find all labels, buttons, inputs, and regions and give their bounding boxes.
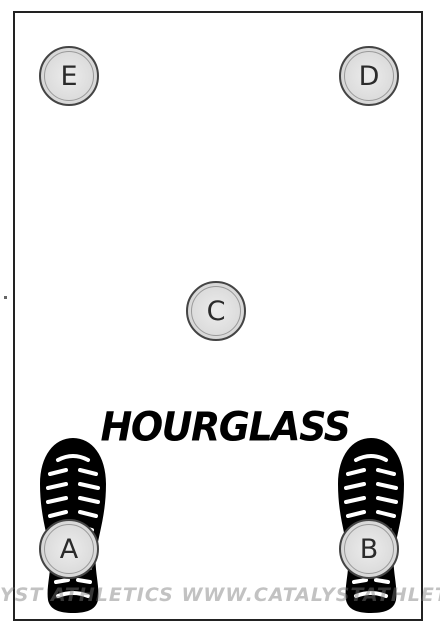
cone-ring	[344, 524, 394, 574]
edge-mark	[4, 296, 7, 299]
watermark-text: YST ATHLETICS WWW.CATALYSTATHLETICS.COM	[0, 584, 440, 606]
cone-c: C	[186, 281, 246, 341]
cone-a: A	[39, 519, 99, 579]
cone-a-label: A	[59, 533, 79, 565]
cone-e: E	[39, 46, 99, 106]
cone-ring	[44, 51, 94, 101]
cone-ring	[344, 51, 394, 101]
cone-d: D	[339, 46, 399, 106]
cone-e-label: E	[60, 60, 78, 92]
cone-ring	[191, 286, 241, 336]
cone-ring	[44, 524, 94, 574]
drill-title: HOURGLASS	[100, 403, 351, 451]
cone-d-label: D	[358, 60, 380, 92]
cone-b: B	[339, 519, 399, 579]
cone-b-label: B	[359, 533, 379, 565]
cone-c-label: C	[206, 295, 226, 327]
